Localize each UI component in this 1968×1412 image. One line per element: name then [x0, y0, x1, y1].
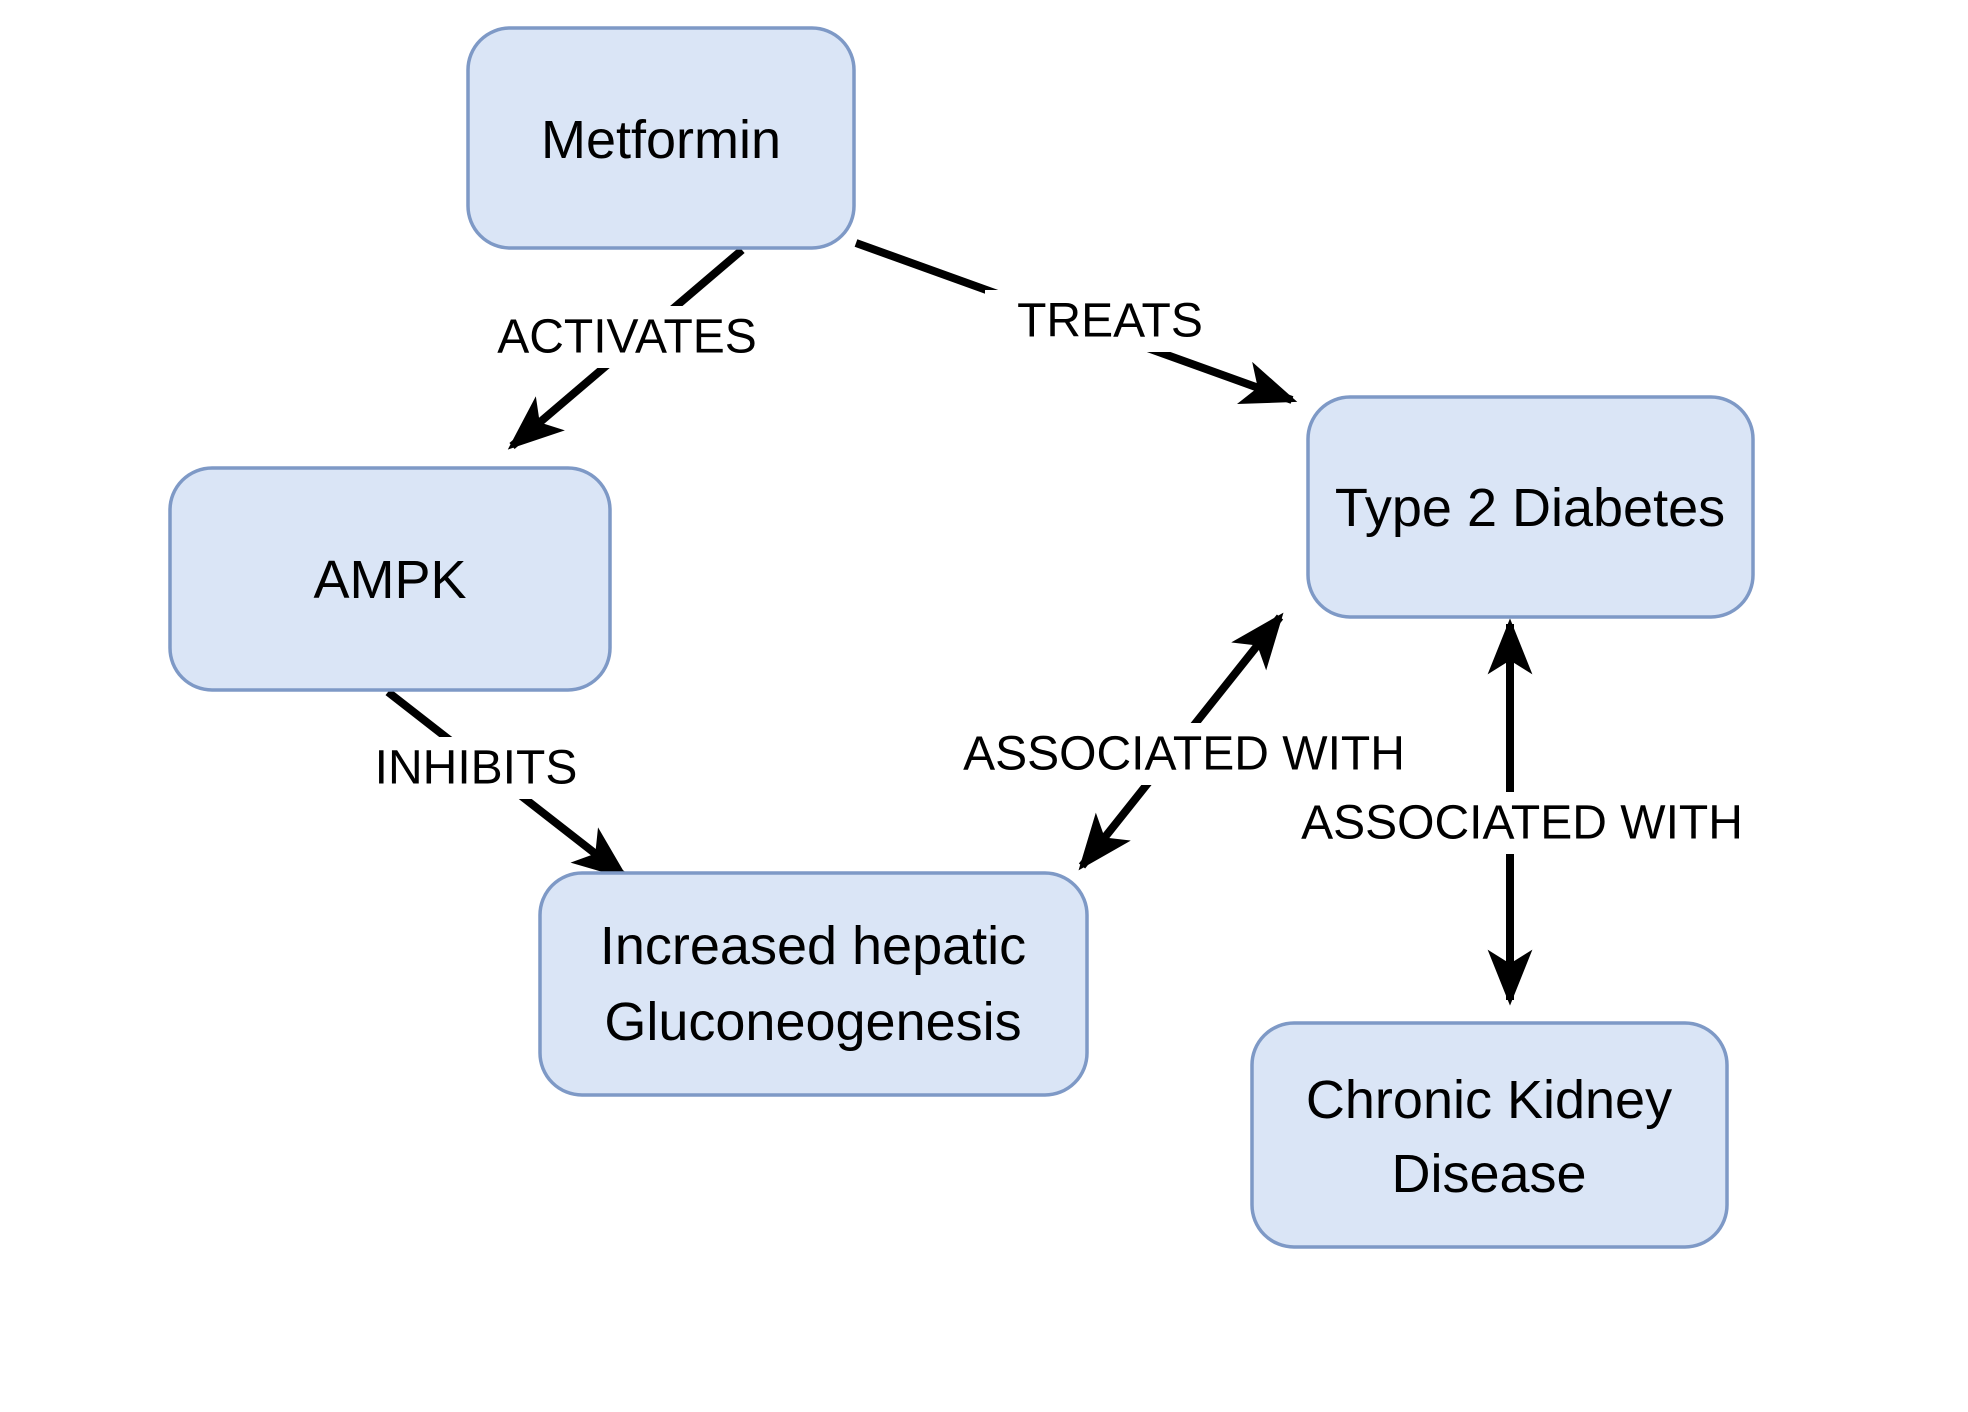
associated-with-label: ASSOCIATED WITH — [963, 728, 1405, 781]
node-label-line-2: Disease — [1391, 1144, 1586, 1204]
node-chronic-kidney-disease: Chronic Kidney Disease — [1250, 1021, 1729, 1249]
node-box — [538, 871, 1089, 1097]
edge-label-activates: ACTIVATES — [462, 306, 792, 368]
edge-label-associated-with-2: ASSOCIATED WITH — [1300, 792, 1745, 854]
node-label-line-2: Gluconeogenesis — [604, 992, 1021, 1052]
label-background — [985, 290, 1235, 352]
node-metformin: Metformin — [466, 26, 856, 250]
node-increased-hepatic-gluconeogenesis: Increased hepatic Gluconeogenesis — [538, 871, 1089, 1097]
edge-label-inhibits: INHIBITS — [360, 737, 592, 799]
edge-label-treats: TREATS — [985, 290, 1235, 352]
inhibits-label: INHIBITS — [375, 742, 578, 795]
associated-with-label: ASSOCIATED WITH — [1301, 797, 1743, 850]
label-background — [462, 306, 792, 368]
treats-label: TREATS — [1017, 295, 1203, 348]
node-type-2-diabetes: Type 2 Diabetes — [1306, 395, 1755, 619]
node-ampk: AMPK — [168, 466, 612, 692]
node-label-line-1: Increased hepatic — [600, 916, 1026, 976]
node-label: Metformin — [541, 110, 781, 170]
label-background — [955, 723, 1413, 785]
edge-label-associated-with-1: ASSOCIATED WITH — [955, 723, 1413, 785]
label-background — [1300, 792, 1745, 854]
node-box — [466, 26, 856, 250]
node-box — [1306, 395, 1755, 619]
activates-label: ACTIVATES — [497, 311, 757, 364]
node-box — [168, 466, 612, 692]
node-label-line-1: Chronic Kidney — [1306, 1070, 1672, 1130]
node-label: AMPK — [313, 550, 466, 610]
node-label: Type 2 Diabetes — [1335, 478, 1725, 538]
node-box — [1250, 1021, 1729, 1249]
label-background — [360, 737, 592, 799]
